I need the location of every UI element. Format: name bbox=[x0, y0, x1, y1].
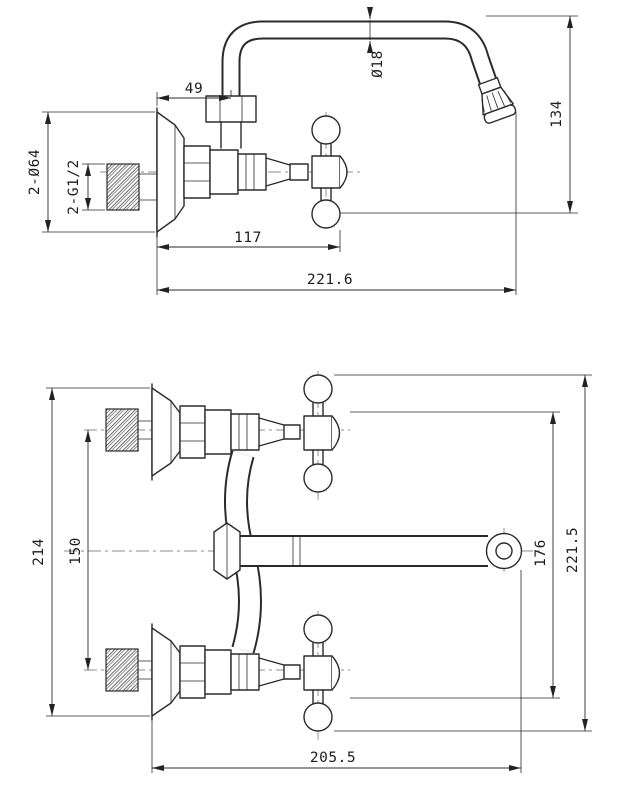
front-view: 214 150 176 221.5 205.5 bbox=[31, 371, 592, 773]
dim-64-label: 2-Ø64 bbox=[27, 149, 43, 195]
dim-214-label: 214 bbox=[31, 538, 47, 566]
dimension-221-5: 221.5 bbox=[334, 374, 592, 732]
aerator bbox=[477, 77, 517, 124]
dimension-176: 176 bbox=[350, 411, 560, 699]
dim-134-label: 134 bbox=[549, 100, 565, 128]
dimension-134: 134 bbox=[340, 15, 578, 214]
dimension-flange: 2-Ø64 bbox=[27, 111, 155, 233]
escutcheon bbox=[156, 107, 185, 238]
dimension-49: 49 bbox=[156, 81, 232, 106]
top-inlet-thread bbox=[105, 408, 152, 452]
spout-end-cap bbox=[485, 532, 523, 570]
dimension-117: 117 bbox=[156, 230, 341, 252]
bottom-inlet-thread bbox=[105, 648, 152, 692]
dimension-214: 214 bbox=[31, 387, 150, 717]
dim-49-label: 49 bbox=[185, 81, 203, 97]
dim-221-5-label: 221.5 bbox=[565, 527, 581, 573]
top-cross-handle bbox=[303, 374, 341, 493]
dimension-thread: 2-G1/2 bbox=[66, 159, 105, 215]
dimension-150: 150 bbox=[68, 430, 91, 670]
dim-g12-label: 2-G1/2 bbox=[66, 159, 82, 214]
top-valve bbox=[105, 374, 341, 493]
dimension-spout-dia: Ø18 bbox=[367, 7, 386, 78]
valve-body bbox=[183, 145, 309, 199]
dim-176-label: 176 bbox=[533, 539, 549, 567]
hex-coupling bbox=[213, 522, 241, 580]
dim-117-label: 117 bbox=[234, 230, 262, 246]
dim-18-label: Ø18 bbox=[370, 50, 386, 78]
spout bbox=[221, 20, 517, 124]
spout-front bbox=[238, 532, 523, 570]
dim-205-5-label: 205.5 bbox=[310, 750, 356, 766]
dim-221-6-label: 221.6 bbox=[307, 272, 353, 288]
dimension-221-6: 221.6 bbox=[156, 112, 517, 295]
cross-handle bbox=[311, 115, 348, 229]
bottom-cross-handle bbox=[303, 614, 341, 732]
dim-150-label: 150 bbox=[68, 537, 84, 565]
riser bbox=[205, 95, 257, 149]
side-view: 49 Ø18 134 2-Ø64 2-G1/2 bbox=[27, 7, 578, 295]
inlet-thread bbox=[106, 163, 157, 211]
dimension-205-5: 205.5 bbox=[151, 570, 522, 773]
bottom-valve bbox=[105, 614, 341, 732]
